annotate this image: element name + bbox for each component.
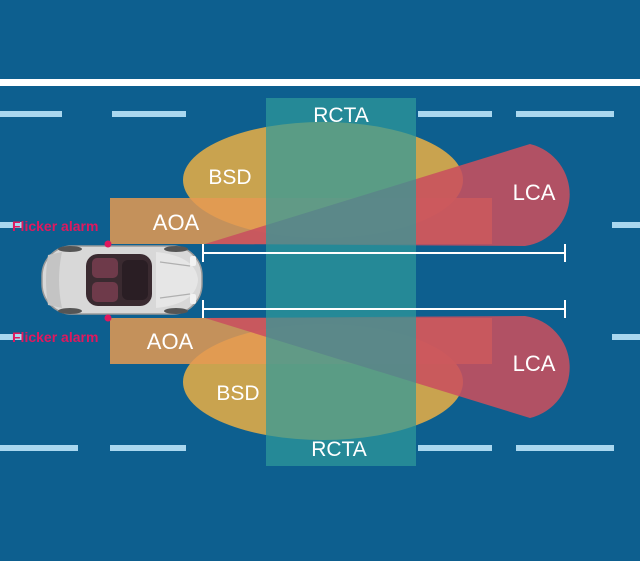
flicker-alarm-label-top: Flicker alarm [12,218,98,234]
aoa-label-bottom: AOA [147,329,194,354]
bsd-label-top: BSD [208,166,251,189]
road-edge-line [0,79,640,86]
lane-dash [0,445,78,451]
aoa-label-top: AOA [153,210,200,235]
rcta-label-bottom: RCTA [311,438,367,461]
rcta-zone [266,98,416,466]
lane-dash [516,111,614,117]
lane-dash [110,445,186,451]
lane-dash [516,445,614,451]
lane-dash [0,334,22,340]
lane-dash [612,222,640,228]
lane-dash [418,445,492,451]
lca-label-bottom: LCA [513,351,556,376]
lane-dash [0,222,22,228]
convertible-car-icon [41,245,203,315]
rcta-label-top: RCTA [313,104,369,127]
lane-dash [418,111,492,117]
distance-guides [202,244,566,318]
lane-markings [0,111,640,451]
flicker-alarm-label-bottom: Flicker alarm [12,329,98,345]
bsd-label-bottom: BSD [216,382,259,405]
lane-dash [612,334,640,340]
lane-dash [112,111,186,117]
lca-label-top: LCA [513,180,556,205]
flicker-alarm-dot-icon [104,240,112,248]
lane-dash [0,111,62,117]
flicker-alarm-dot-icon [104,314,112,322]
